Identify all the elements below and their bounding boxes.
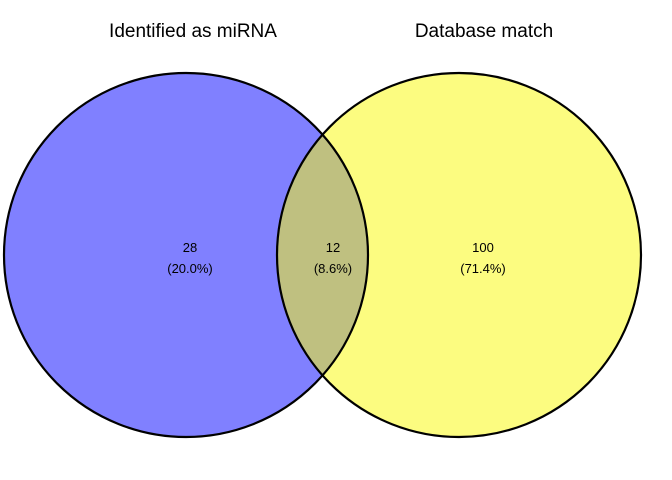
venn-circle-right[interactable] bbox=[277, 73, 641, 437]
region-count-left-only: 28 bbox=[182, 240, 198, 255]
region-label-intersection: 12 (8.6%) bbox=[263, 241, 403, 275]
set-title-right: Database match bbox=[414, 21, 554, 42]
region-count-right-only: 100 bbox=[472, 240, 494, 255]
venn-circle-right-outline bbox=[275, 71, 643, 439]
region-percent-left-only: (20.0%) bbox=[167, 261, 213, 276]
region-percent-intersection: (8.6%) bbox=[313, 261, 353, 276]
region-count-intersection: 12 bbox=[325, 240, 341, 255]
region-label-right-only: 100 (71.4%) bbox=[403, 241, 563, 275]
region-label-left-only: 28 (20.0%) bbox=[110, 241, 270, 275]
venn-circle-left[interactable] bbox=[4, 73, 368, 437]
set-title-left: Identified as miRNA bbox=[109, 21, 277, 42]
venn-circle-left-outline bbox=[2, 71, 370, 439]
region-percent-right-only: (71.4%) bbox=[460, 261, 506, 276]
